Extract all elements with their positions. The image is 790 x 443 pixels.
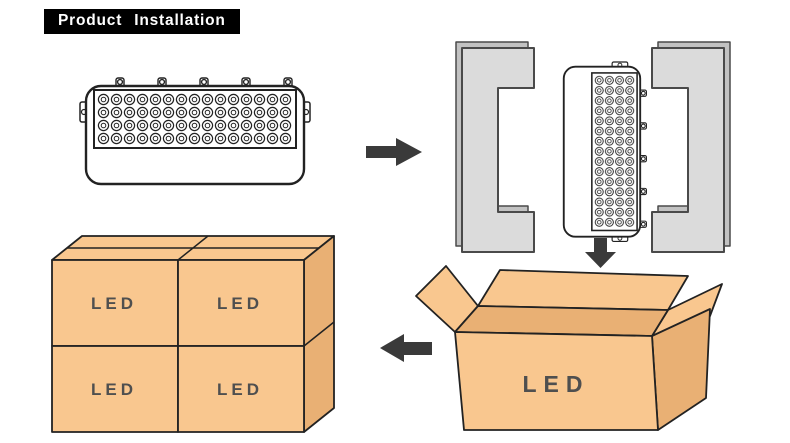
foam-packaging-illustration <box>455 41 731 253</box>
stacked-cartons-illustration: LED LED LED LED <box>51 235 335 433</box>
arrow-right-icon <box>366 138 422 166</box>
section-title-banner: Product Installation <box>44 9 240 34</box>
carton-label: LED <box>523 371 590 397</box>
carton-back-flap <box>477 269 689 311</box>
carton-front-bottom-left <box>51 345 179 433</box>
carton-front-bottom-right <box>177 345 305 433</box>
open-carton-illustration: LED <box>415 265 723 431</box>
carton-label: LED <box>91 380 137 399</box>
arrow-down-icon <box>585 238 616 268</box>
led-floodlight-vertical <box>562 61 648 243</box>
led-floodlight-illustration <box>78 76 312 186</box>
carton-inner-wall <box>454 305 669 337</box>
carton-label: LED <box>217 380 263 399</box>
carton-front-top-right <box>177 259 305 347</box>
carton-label: LED <box>91 294 137 313</box>
foam-protector-left <box>455 41 535 253</box>
foam-protector-right <box>651 41 731 253</box>
section-title: Product Installation <box>58 12 226 29</box>
carton-front-face <box>454 331 659 431</box>
arrow-left-icon <box>380 334 432 362</box>
carton-label: LED <box>217 294 263 313</box>
